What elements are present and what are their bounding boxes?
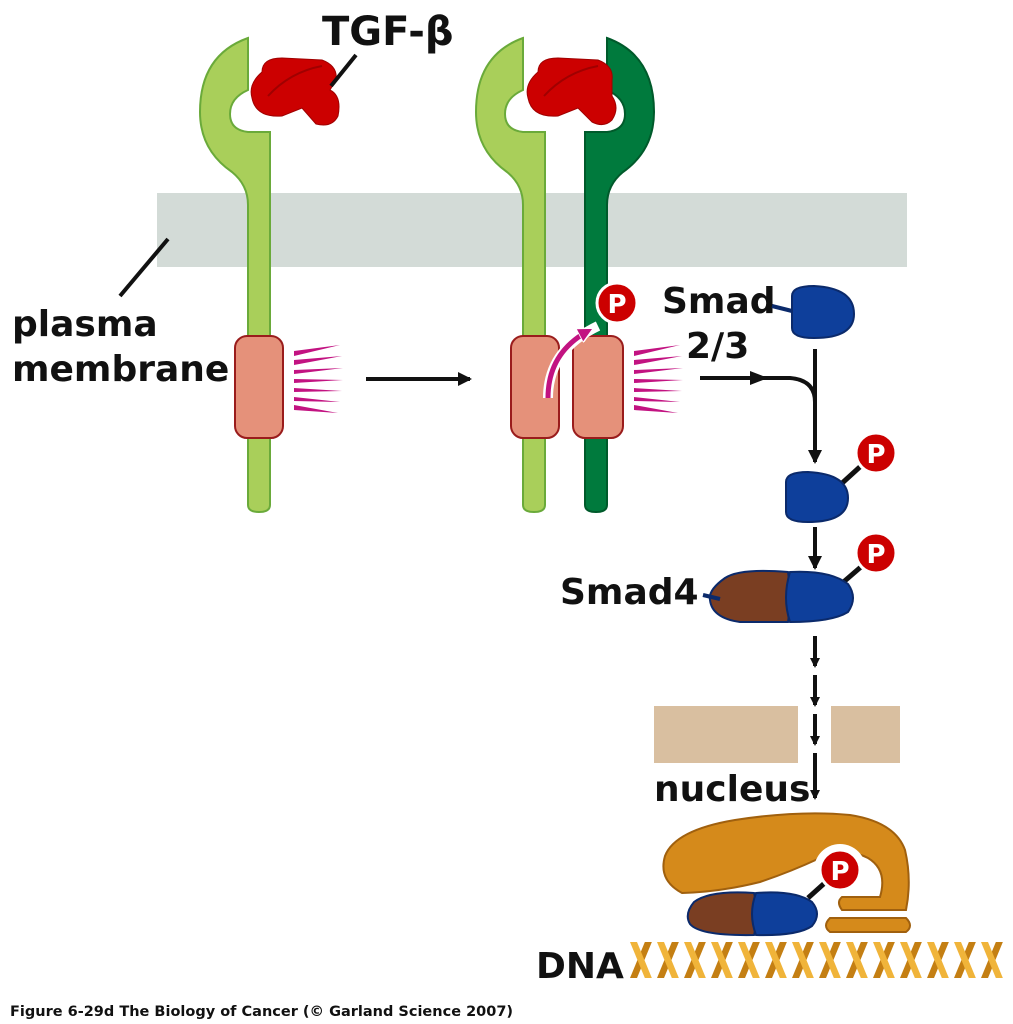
kinase-domain-type1	[572, 335, 624, 439]
smad23-phosphorylated: P	[785, 431, 898, 524]
dna-strand-front	[765, 942, 787, 978]
nuclear-envelope-left	[654, 706, 798, 763]
dna-strand-front	[954, 942, 976, 978]
membrane-label-line1: plasma	[12, 304, 158, 345]
membrane-label-line2: membrane	[12, 349, 229, 390]
dna-strand-front	[927, 942, 949, 978]
dna-strand-front	[873, 942, 895, 978]
ligand-label: TGF-β	[322, 9, 453, 55]
svg-text:P: P	[866, 440, 885, 470]
smad23-label-leader	[771, 304, 793, 313]
dna-strand-front	[981, 942, 1003, 978]
smad4-label-leader	[702, 593, 721, 601]
nuclear-envelope-right	[831, 706, 900, 763]
smad4-label: Smad4	[560, 572, 699, 613]
smad4-protein-bound	[686, 891, 758, 937]
dna-strand-front	[819, 942, 841, 978]
dna-double-helix	[630, 942, 1003, 978]
smad-complex-dna-bound: P	[686, 848, 862, 937]
kinase-activity-rays-active	[634, 345, 683, 413]
tgf-beta-ligand	[250, 57, 340, 126]
dna-strand-front	[846, 942, 868, 978]
dna-label: DNA	[536, 946, 624, 987]
smad23-protein-bound	[751, 891, 818, 937]
smad-complex: P	[708, 531, 898, 624]
smad23-label-line2: 2/3	[686, 326, 749, 367]
dna-strand-front	[900, 942, 922, 978]
kinase-domain	[234, 335, 284, 439]
dna-strand-front	[738, 942, 760, 978]
membrane-label-leader	[118, 237, 170, 298]
svg-text:P: P	[830, 857, 849, 887]
svg-text:P: P	[607, 290, 626, 320]
figure-caption: Figure 6-29d The Biology of Cancer (© Ga…	[10, 1004, 513, 1020]
phosphate-receptor: P	[595, 281, 639, 325]
smad23-protein	[785, 570, 854, 624]
smad-recruitment-arrowhead	[750, 371, 768, 385]
smad4-protein	[708, 569, 791, 623]
dna-strand-front	[657, 942, 679, 978]
dna-strand-front	[792, 942, 814, 978]
kinase-domain-type2	[510, 335, 560, 439]
dna-strand-front	[630, 942, 652, 978]
dna-strand-front	[711, 942, 733, 978]
dna-strand-front	[684, 942, 706, 978]
svg-text:P: P	[866, 540, 885, 570]
nucleus-label: nucleus	[654, 769, 810, 810]
smad23-label-line1: Smad	[662, 281, 776, 322]
smad23-free	[791, 284, 856, 340]
tgf-beta-ligand-bound	[526, 57, 617, 126]
phosphorylation-arrow-stroke	[545, 330, 590, 399]
kinase-activity-rays	[294, 345, 343, 413]
ligand-label-leader	[329, 53, 358, 88]
